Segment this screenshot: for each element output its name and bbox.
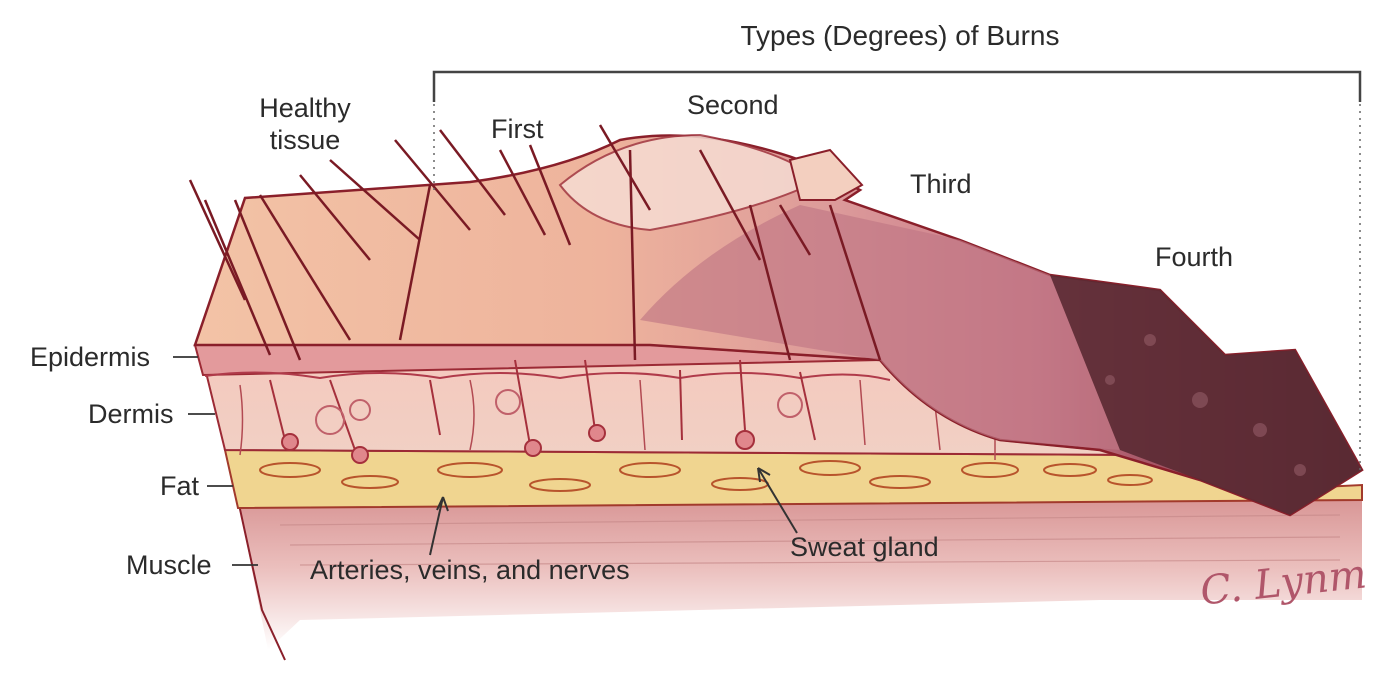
label-arteries-veins-nerves: Arteries, veins, and nerves [310, 557, 630, 584]
label-sweat-gland: Sweat gland [790, 534, 939, 561]
label-third-degree: Third [910, 171, 972, 198]
label-muscle: Muscle [126, 552, 212, 579]
label-fat: Fat [160, 473, 199, 500]
label-fourth-degree: Fourth [1155, 244, 1233, 271]
degrees-bracket [434, 72, 1360, 102]
label-epidermis: Epidermis [30, 344, 150, 371]
label-dermis: Dermis [88, 401, 174, 428]
label-healthy-tissue: Healthy tissue [230, 92, 380, 157]
diagram-title: Types (Degrees) of Burns [690, 22, 1110, 50]
label-second-degree: Second [687, 92, 779, 119]
label-first-degree: First [491, 116, 543, 143]
